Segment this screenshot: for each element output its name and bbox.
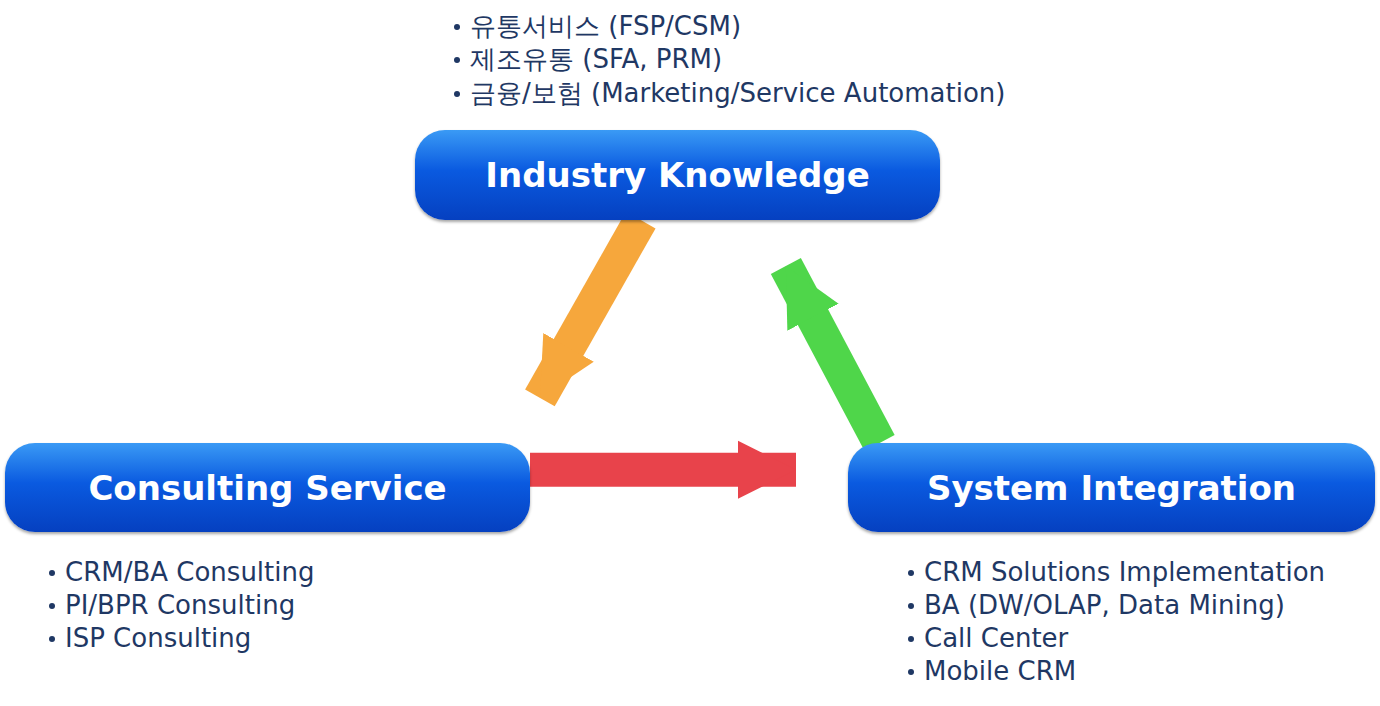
bullet-item: Mobile CRM <box>924 655 1076 687</box>
cycle-arrow <box>540 220 641 398</box>
bullet-item: Call Center <box>924 622 1068 654</box>
cycle-arrow <box>530 453 796 487</box>
bullet-dot <box>908 669 914 675</box>
bullet-item: PI/BPR Consulting <box>65 589 295 621</box>
bullet-item: CRM Solutions Implementation <box>924 556 1325 588</box>
bullet-dot <box>908 636 914 642</box>
bullet-item: ISP Consulting <box>65 622 251 654</box>
category-box: Industry Knowledge <box>415 130 940 220</box>
bullet-dot <box>49 636 55 642</box>
category-box: Consulting Service <box>5 443 530 532</box>
bullet-dot <box>454 24 460 30</box>
box-title: Industry Knowledge <box>485 155 869 195</box>
bullet-dot <box>49 603 55 609</box>
category-box: System Integration <box>848 443 1375 532</box>
box-title: System Integration <box>927 468 1296 508</box>
bullet-dot <box>454 91 460 97</box>
bullet-item: 유통서비스 (FSP/CSM) <box>470 10 741 42</box>
bullet-dot <box>49 570 55 576</box>
bullet-dot <box>454 57 460 63</box>
bullet-item: BA (DW/OLAP, Data Mining) <box>924 589 1285 621</box>
bullet-item: 금융/보험 (Marketing/Service Automation) <box>470 77 1005 109</box>
bullet-dot <box>908 603 914 609</box>
bullet-dot <box>908 570 914 576</box>
bullet-item: CRM/BA Consulting <box>65 556 315 588</box>
box-title: Consulting Service <box>88 468 446 508</box>
cycle-arrow <box>786 266 880 443</box>
bullet-item: 제조유통 (SFA, PRM) <box>470 43 722 75</box>
